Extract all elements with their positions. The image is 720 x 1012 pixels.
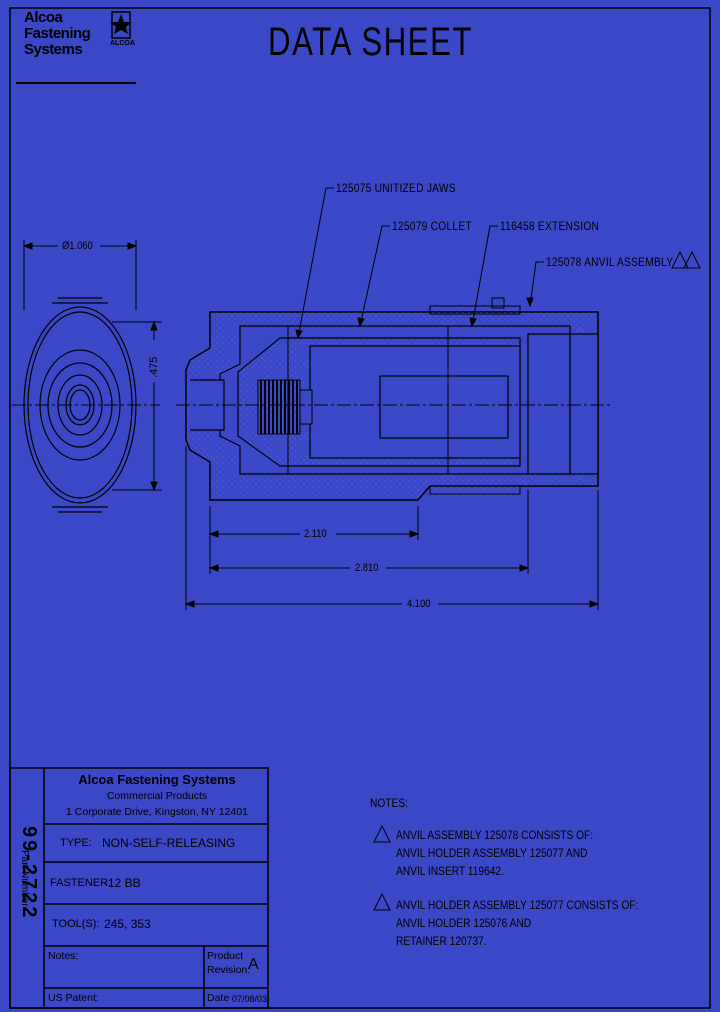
- height-dimension: [112, 320, 162, 492]
- tb-fastener-value: -12 BB: [104, 876, 141, 890]
- tb-product-label: Product: [207, 950, 244, 962]
- tb-tools-value: 245, 353: [104, 917, 151, 931]
- leader-lines: [295, 187, 544, 340]
- tb-date-value: 07/08/03: [232, 994, 268, 1004]
- callout-collet: 125079 COLLET: [392, 219, 472, 233]
- tb-patent-label: US Patent:: [48, 992, 99, 1004]
- page-border: [9, 7, 711, 1009]
- tb-revision-label: Revision:: [207, 964, 251, 976]
- dim-diameter: Ø1.060: [62, 240, 93, 252]
- tb-type-value: NON-SELF-RELEASING: [102, 836, 236, 850]
- notes-heading: NOTES:: [370, 796, 408, 810]
- part-number: 99-2722: [18, 826, 40, 921]
- note-2-line: ANVIL HOLDER ASSEMBLY 125077 CONSISTS OF…: [396, 898, 639, 912]
- note-2-line: ANVIL HOLDER 125076 AND: [396, 916, 532, 930]
- note-1-line: ANVIL ASSEMBLY 125078 CONSISTS OF:: [396, 828, 594, 842]
- tb-company: Alcoa Fastening Systems: [78, 772, 236, 787]
- note-2: ANVIL HOLDER ASSEMBLY 125077 CONSISTS OF…: [396, 896, 638, 950]
- callout-anvil: 125078 ANVIL ASSEMBLY: [546, 255, 674, 269]
- tb-address: 1 Corporate Drive, Kingston, NY 12401: [66, 806, 248, 818]
- seal-label: ALCOA: [110, 40, 135, 47]
- note-1: ANVIL ASSEMBLY 125078 CONSISTS OF: ANVIL…: [396, 826, 593, 880]
- length-dimensions: [184, 446, 600, 610]
- logo-line: Systems: [24, 41, 83, 58]
- title-block-frame: [9, 767, 269, 1009]
- tb-date-label: Date: [207, 992, 230, 1004]
- note-2-line: RETAINER 120737.: [396, 934, 487, 948]
- dim-4100: 4.100: [407, 598, 431, 610]
- tb-type-label: TYPE:: [60, 837, 92, 849]
- section-view: [185, 297, 599, 501]
- page-title: DATA SHEET: [268, 20, 474, 64]
- diameter-dimension: [22, 240, 138, 310]
- tb-fastener-label: FASTENER:: [50, 877, 112, 889]
- tb-revision-value: A: [248, 956, 259, 973]
- logo-line: Alcoa: [24, 9, 63, 26]
- tb-division: Commercial Products: [106, 790, 208, 802]
- dim-height: .475: [148, 356, 160, 378]
- dim-2810: 2.810: [355, 562, 379, 574]
- note-marker-icon: [373, 250, 701, 911]
- logo-line: Fastening: [24, 25, 91, 42]
- company-logo: Alcoa Fastening Systems: [24, 9, 91, 58]
- callout-extension: 116458 EXTENSION: [500, 219, 600, 233]
- note-1-line: ANVIL HOLDER ASSEMBLY 125077 AND: [396, 846, 588, 860]
- alcoa-seal-icon: [110, 11, 132, 39]
- dim-2110: 2.110: [304, 528, 327, 540]
- callout-jaws: 125075 UNITIZED JAWS: [336, 181, 456, 195]
- tb-notes-label: Notes:: [48, 950, 79, 962]
- tb-tools-label: TOOL(S):: [52, 918, 100, 930]
- note-1-line: ANVIL INSERT 119642.: [396, 864, 504, 878]
